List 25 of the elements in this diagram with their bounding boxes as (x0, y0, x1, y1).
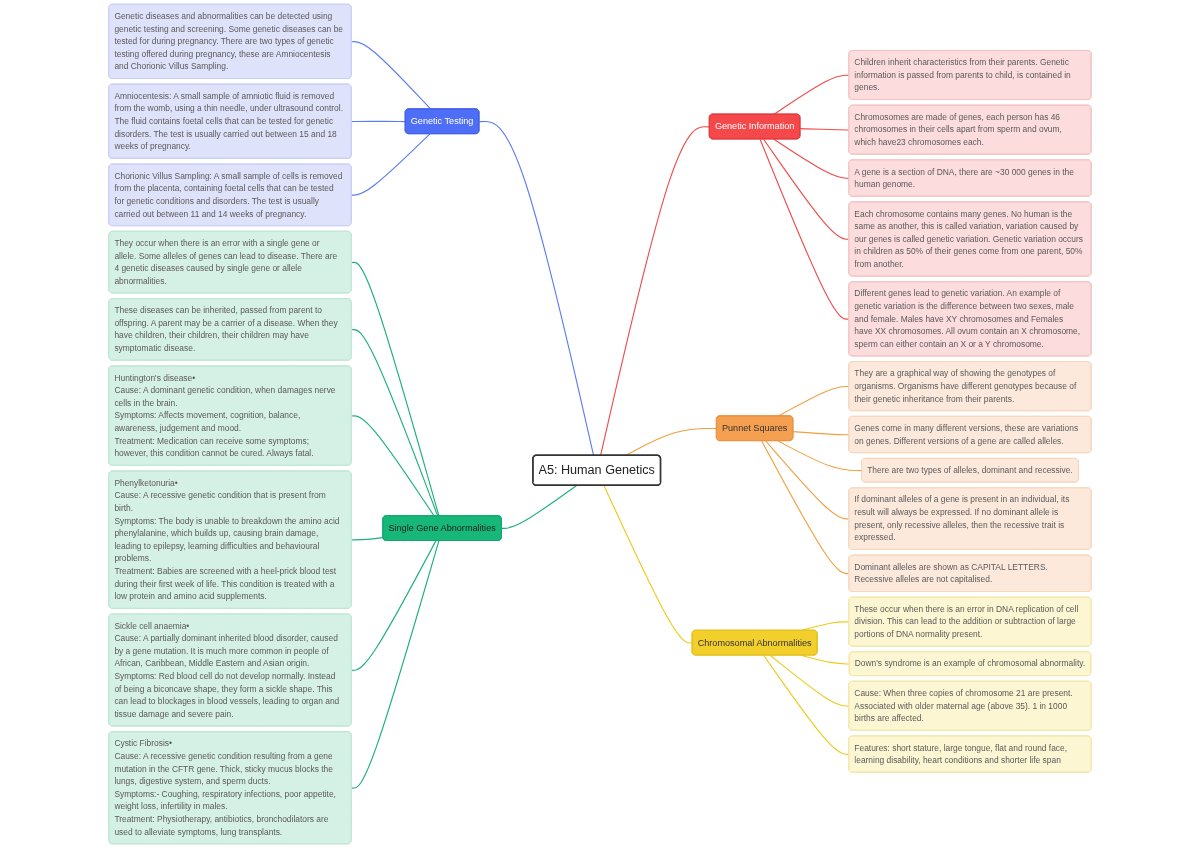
connector (759, 138, 850, 320)
connector (777, 440, 863, 472)
connector (763, 138, 850, 240)
connector (763, 654, 850, 755)
connector (351, 133, 431, 196)
connector (351, 540, 437, 671)
connector (351, 329, 439, 517)
connector (501, 485, 577, 529)
connector (799, 128, 850, 131)
connector (351, 537, 384, 541)
connector (600, 126, 711, 457)
connector (351, 261, 440, 517)
connector (351, 120, 407, 123)
connector (625, 427, 718, 457)
connector (769, 654, 850, 707)
connector (351, 540, 440, 789)
connector (765, 440, 850, 520)
connector (792, 431, 850, 436)
connector (773, 74, 850, 115)
connector (603, 485, 693, 644)
connector (761, 440, 850, 575)
connector (351, 41, 432, 110)
connector (351, 415, 435, 517)
connector (478, 121, 595, 457)
connector (773, 138, 850, 179)
